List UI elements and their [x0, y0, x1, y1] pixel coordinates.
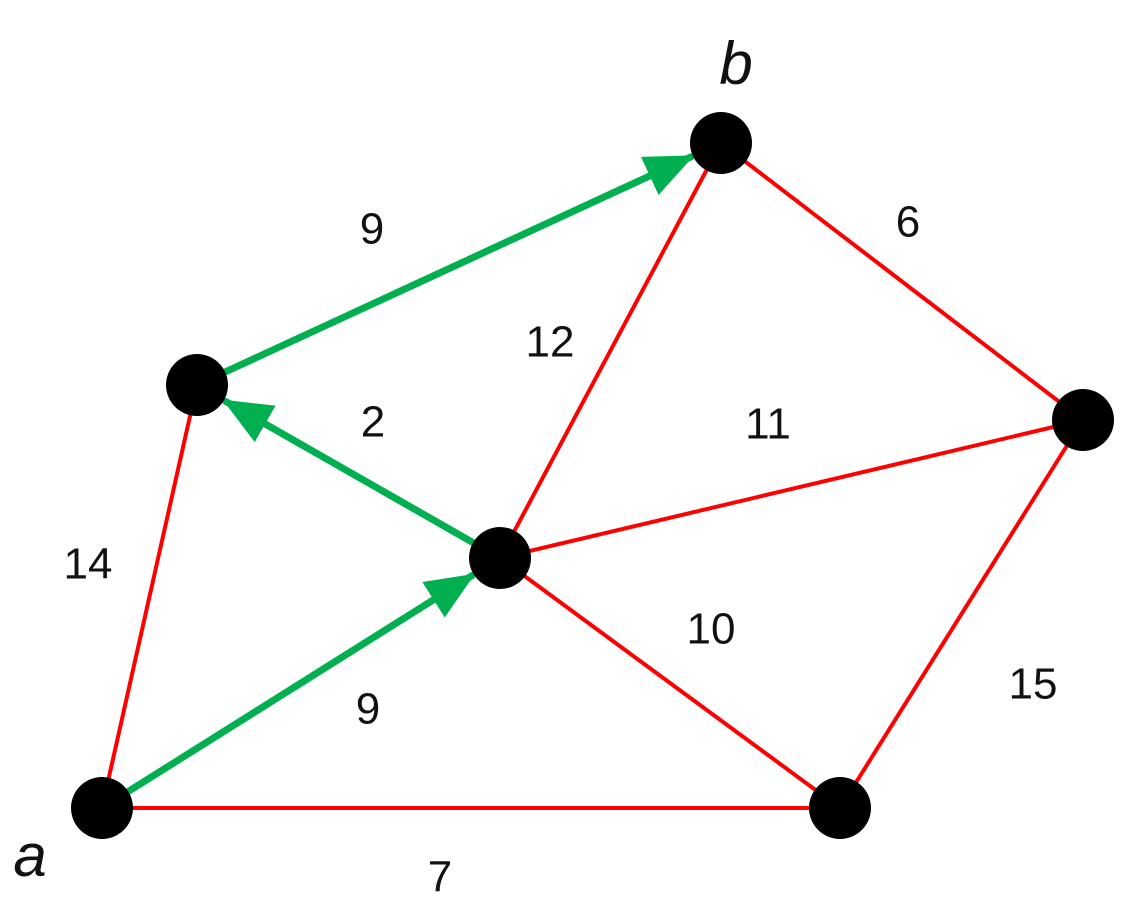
nodes-layer	[71, 112, 1114, 839]
edge-b-e	[719, 141, 1085, 422]
node-f	[809, 777, 871, 839]
shortest-path-layer	[108, 153, 695, 806]
edge-weight-a-d: 9	[356, 685, 380, 734]
edge-weight-b-e: 6	[896, 198, 920, 247]
edge-weight-d-b: 12	[526, 318, 575, 367]
edge-f-e	[838, 418, 1085, 810]
edges-layer	[100, 141, 1085, 810]
node-d	[469, 527, 531, 589]
node-e	[1052, 389, 1114, 451]
node-b	[690, 112, 752, 174]
edge-weight-a-c: 14	[64, 540, 113, 589]
node-label-b: b	[719, 30, 752, 97]
node-label-a: a	[13, 822, 46, 889]
path-arrow-d-c	[222, 397, 494, 556]
edge-weight-a-f: 7	[428, 853, 452, 902]
edge-weights-layer: 9 6 12 2 11 14 9 10 15 7	[64, 198, 1058, 902]
path-arrow-c-b	[204, 153, 695, 384]
edge-weight-f-e: 15	[1009, 660, 1058, 709]
node-a	[71, 777, 133, 839]
node-labels-layer: ab	[13, 30, 752, 889]
edge-weight-d-f: 10	[687, 605, 736, 654]
edge-a-c	[100, 383, 199, 810]
node-c	[166, 354, 228, 416]
edge-weight-d-c: 2	[361, 398, 385, 447]
edge-weight-c-b: 9	[360, 205, 384, 254]
edge-d-e	[498, 418, 1085, 560]
edge-d-f	[498, 556, 842, 810]
edge-d-b	[498, 141, 723, 560]
path-arrow-a-d	[108, 572, 476, 806]
edge-weight-d-e: 11	[745, 400, 791, 449]
